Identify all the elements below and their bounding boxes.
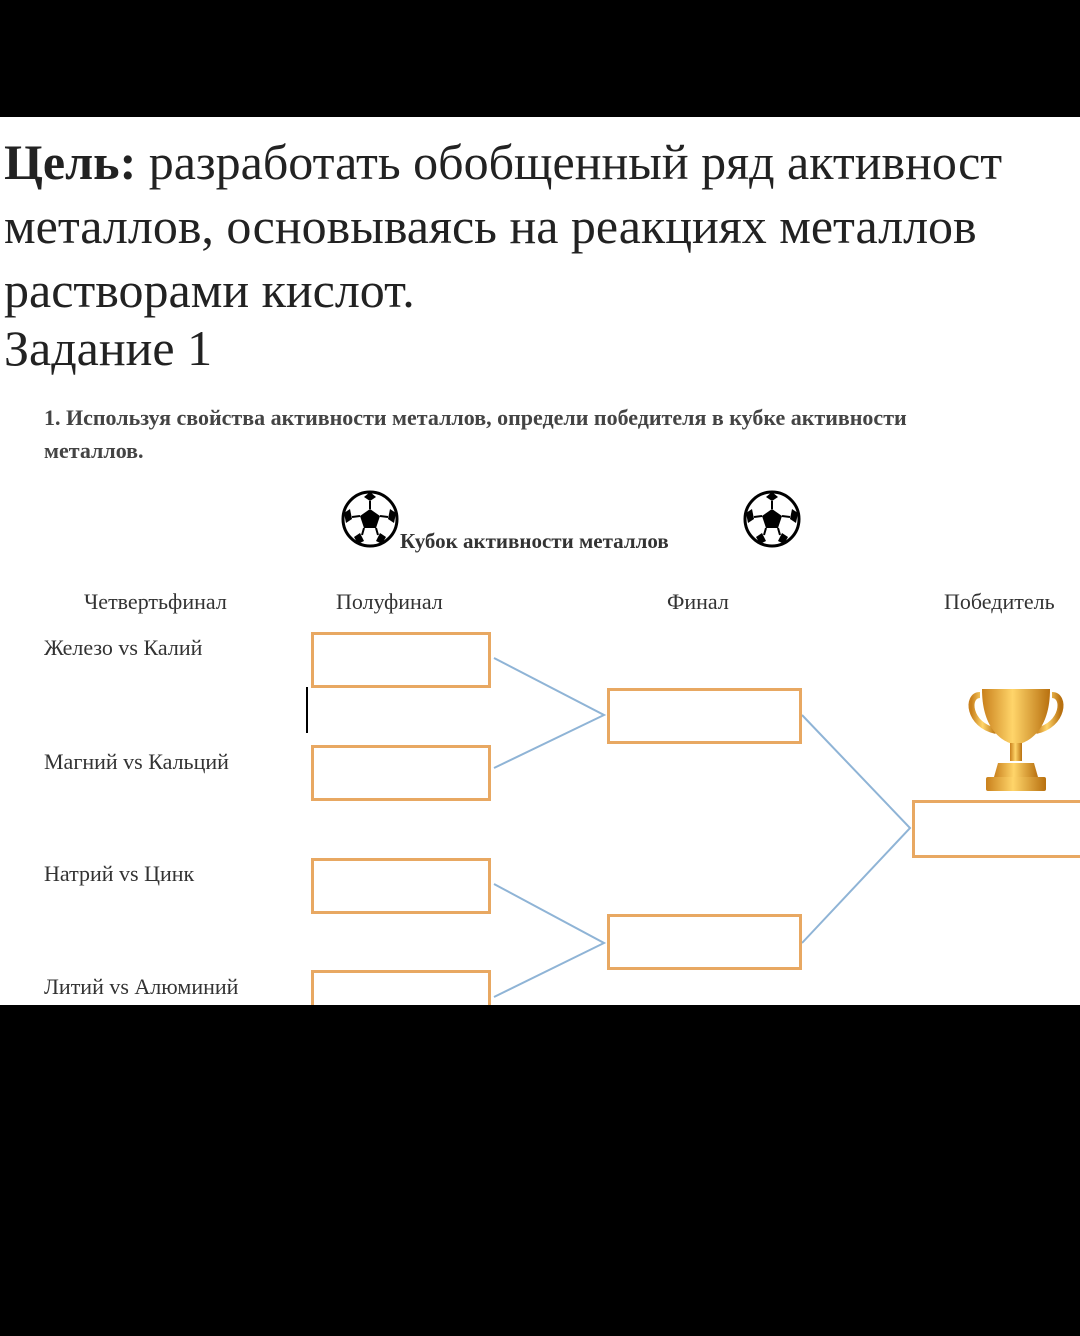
- final-slot-1[interactable]: [607, 688, 802, 744]
- trophy-icon: [968, 689, 1064, 791]
- match-2: Магний vs Кальций: [44, 749, 229, 774]
- text-cursor: [306, 687, 308, 733]
- worksheet-page: Цель: разработать обобщенный ряд активно…: [0, 117, 1080, 1005]
- task-title: Задание 1: [4, 320, 213, 376]
- semifinal-slot-1[interactable]: [311, 632, 491, 688]
- goal-line-2: металлов, основываясь на реакциях металл…: [4, 198, 977, 254]
- column-winner: Победитель: [944, 589, 1055, 614]
- column-quarterfinal: Четвертьфинал: [84, 589, 227, 614]
- goal-line-1: Цель: разработать обобщенный ряд активно…: [4, 137, 1002, 187]
- instruction-line-2: металлов.: [44, 438, 144, 463]
- match-4: Литий vs Алюминий: [44, 974, 239, 999]
- match-1: Железо vs Калий: [44, 635, 203, 660]
- goal-line-3: растворами кислот.: [4, 262, 415, 318]
- semifinal-slot-2[interactable]: [311, 745, 491, 801]
- instruction-line-1: 1. Используя свойства активности металло…: [44, 405, 907, 430]
- semifinal-slot-3[interactable]: [311, 858, 491, 914]
- cup-title: Кубок активности металлов: [400, 529, 669, 553]
- soccer-ball-icon: [341, 490, 399, 548]
- winner-slot[interactable]: [912, 800, 1080, 858]
- final-slot-2[interactable]: [607, 914, 802, 970]
- semifinal-slot-4[interactable]: [311, 970, 491, 1005]
- match-3: Натрий vs Цинк: [44, 861, 195, 886]
- bracket-lines: [493, 657, 912, 998]
- column-semifinal: Полуфинал: [336, 589, 443, 614]
- goal-text-1: разработать обобщенный ряд активност: [136, 134, 1003, 190]
- soccer-ball-icon: [743, 490, 801, 548]
- column-final: Финал: [667, 589, 729, 614]
- instruction: 1. Используя свойства активности металло…: [44, 401, 1044, 467]
- goal-label: Цель:: [4, 134, 137, 190]
